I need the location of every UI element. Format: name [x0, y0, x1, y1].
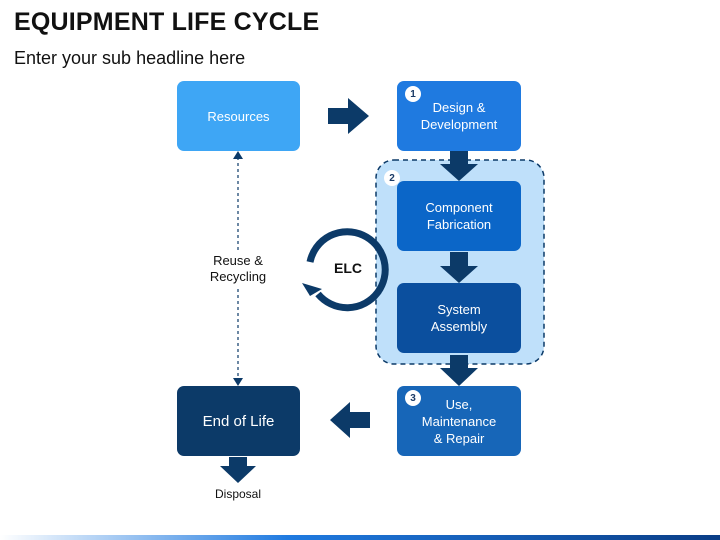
reuse-arrow-down-head — [233, 378, 243, 386]
bottom-accent-bar — [0, 535, 720, 540]
arrow-component-to-assembly — [440, 252, 478, 283]
arrow-end-to-disposal — [220, 457, 256, 483]
node-resources: Resources — [177, 81, 300, 151]
node-component-fabrication: Component Fabrication — [397, 181, 521, 251]
node-system-assembly: System Assembly — [397, 283, 521, 353]
slide-title: EQUIPMENT LIFE CYCLE — [14, 8, 320, 36]
arrow-assembly-to-use — [440, 355, 478, 386]
arrow-use-to-end — [330, 402, 370, 438]
slide-subtitle: Enter your sub headline here — [14, 48, 246, 68]
badge-1: 1 — [405, 86, 421, 102]
node-end-of-life: End of Life — [177, 386, 300, 456]
disposal-label: Disposal — [214, 487, 262, 501]
elc-cycle-ring — [306, 228, 389, 312]
reuse-arrow-up-head — [233, 151, 243, 159]
arrow-resources-to-design — [328, 98, 369, 134]
elc-cycle-arrowhead — [302, 283, 322, 296]
badge-3: 3 — [405, 390, 421, 406]
reuse-recycling-label: Reuse & Recycling — [198, 251, 278, 287]
badge-2: 2 — [384, 170, 400, 186]
arrow-design-to-component — [440, 151, 478, 181]
elc-label: ELC — [334, 260, 362, 276]
